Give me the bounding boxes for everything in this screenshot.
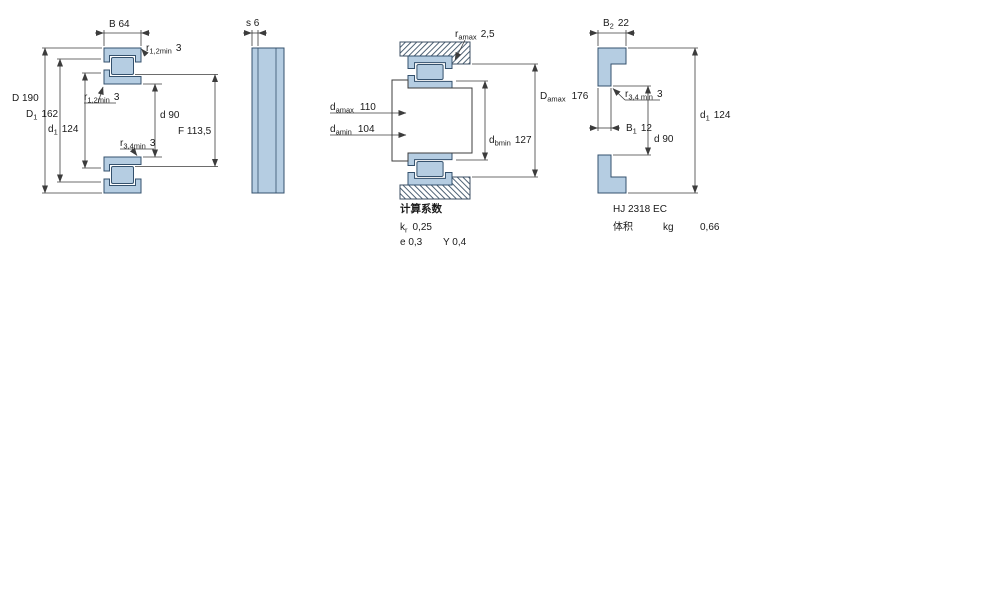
dim-lines-d1-hj <box>628 47 699 194</box>
leader-r12-left <box>84 86 116 104</box>
side-view-body <box>252 48 284 193</box>
bearing-upper-section <box>103 47 142 85</box>
leader-r12-top <box>141 48 149 57</box>
dim-lines-width-B <box>95 29 150 46</box>
dim-label-F: F 113,5 <box>178 126 212 137</box>
leader-r34 <box>120 147 154 156</box>
dim-lines-D <box>41 47 102 194</box>
dim-lines-B2 <box>589 29 635 46</box>
dim-label-B: B 64 <box>109 19 130 30</box>
dim-label-D: D 190 <box>12 93 39 104</box>
hj-upper-section <box>597 47 627 87</box>
leader-r34-hj <box>612 88 660 101</box>
leader-ra <box>454 39 466 61</box>
mass-value: 0,66 <box>700 222 720 233</box>
dim-lines-d-hj <box>613 85 652 156</box>
hj-lower-section <box>597 154 627 194</box>
calculation-factors-title: 计算系数 <box>400 202 442 215</box>
bearing-lower-section <box>103 156 142 194</box>
dim-lines-D1 <box>56 58 101 183</box>
dim-lines-F <box>135 74 219 167</box>
dim-label-d-hj: d 90 <box>654 134 674 145</box>
factor-Y: Y 0,4 <box>443 237 467 248</box>
shaft-section <box>392 80 472 161</box>
dim-lines-Da-max <box>472 63 539 178</box>
dim-lines-d1 <box>81 72 101 169</box>
dim-label-d: d 90 <box>160 110 180 121</box>
dim-label-s: s 6 <box>246 18 260 29</box>
dim-lines-B1 <box>589 88 620 132</box>
mass-label: 体积 <box>613 221 633 233</box>
hj-designation: HJ 2318 EC <box>613 204 667 215</box>
dim-lines-d <box>143 83 162 158</box>
dim-lines-db-min <box>456 80 489 161</box>
mass-unit: kg <box>663 222 674 233</box>
factor-e: e 0,3 <box>400 237 423 248</box>
figure-side-view: s 6 <box>243 18 284 193</box>
dim-lines-s <box>243 29 267 46</box>
